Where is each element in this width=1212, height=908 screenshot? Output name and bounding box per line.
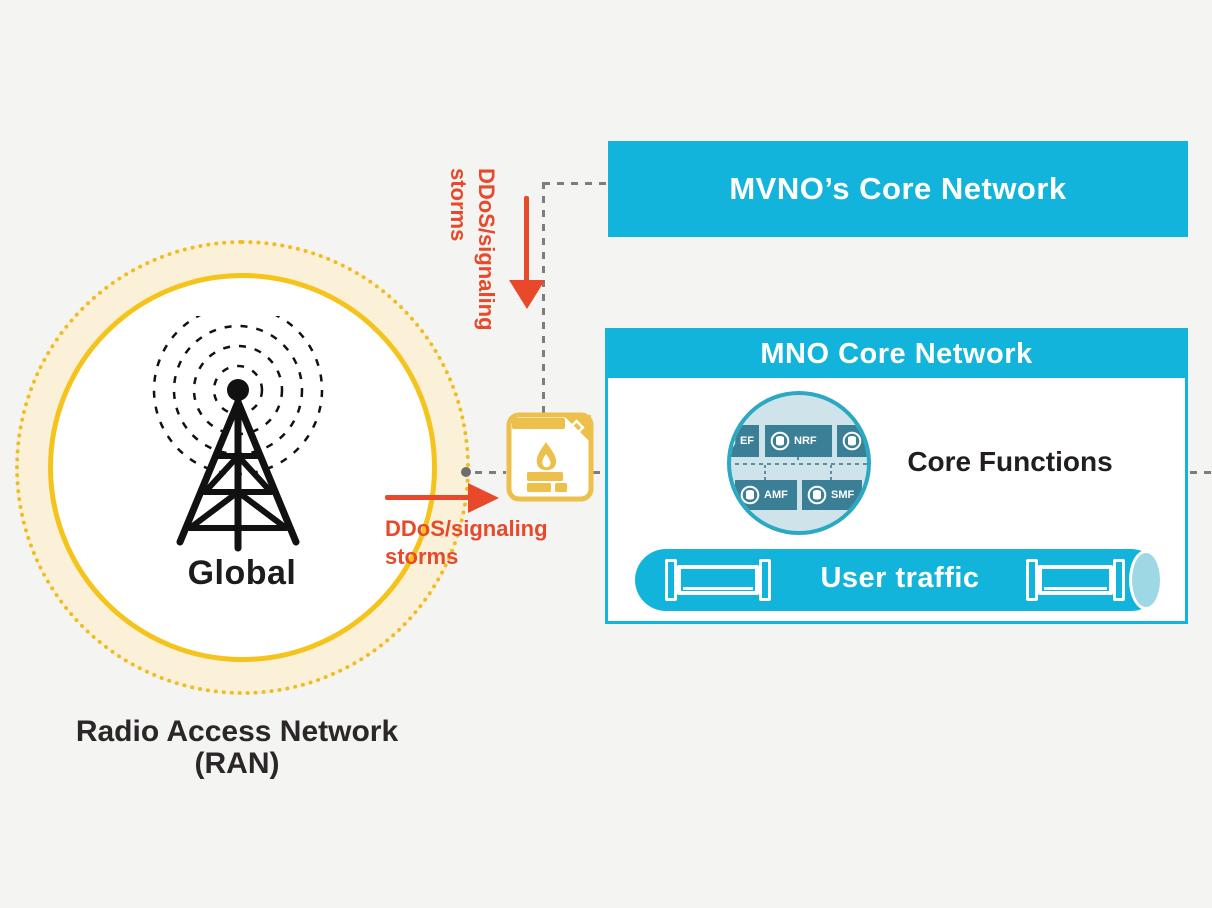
mvno-box-title: MVNO’s Core Network	[729, 171, 1067, 206]
nf-label: AMF	[764, 489, 788, 501]
nf-box-smf: SMF	[802, 480, 862, 510]
dashed-line-firewall-to-mno	[593, 471, 606, 474]
pipe-icon	[1026, 559, 1038, 601]
nf-label: EF	[739, 435, 754, 447]
ran-caption-line1: Radio Access Network	[75, 715, 399, 748]
pipe-icon-body	[677, 565, 759, 595]
dashed-line-right-edge	[1190, 471, 1212, 474]
ddos-arrow-right	[385, 495, 470, 500]
ran-circle	[48, 273, 437, 662]
ddos-arrow-down-head	[509, 280, 545, 309]
pipe-icon	[1113, 559, 1125, 601]
pipe-icon	[665, 559, 677, 601]
mvno-core-network-box: MVNO’s Core Network	[608, 141, 1188, 237]
mno-box-title: MNO Core Network	[760, 338, 1033, 370]
core-functions-circle: EF NRF	[727, 391, 871, 535]
user-traffic-label: User traffic	[820, 562, 980, 594]
ran-caption-line2: (RAN)	[194, 747, 280, 780]
dashed-line-endpoint-dot	[461, 467, 471, 477]
ddos-vertical-line1: DDoS/signaling	[474, 168, 499, 331]
nf-box-amf: AMF	[735, 480, 797, 510]
ddos-arrow-right-head	[468, 483, 499, 513]
nf-dashed-stub	[797, 457, 799, 463]
database-icon	[770, 431, 790, 451]
cylinder-opening	[1129, 550, 1163, 610]
nf-dashed-stub	[764, 465, 766, 480]
database-icon	[731, 431, 736, 451]
pipe-icon-line	[1044, 587, 1107, 590]
nf-box-ef: EF	[731, 425, 759, 457]
nf-dashed-bus	[731, 463, 867, 465]
nf-box-nrf: NRF	[765, 425, 832, 457]
database-icon	[807, 485, 827, 505]
ddos-horizontal-line1: DDoS/signaling	[385, 516, 548, 541]
database-icon	[740, 485, 760, 505]
ddos-label-vertical: DDoS/signaling storms	[444, 168, 500, 388]
dashed-line-to-mvno	[543, 182, 608, 185]
nf-label: NRF	[794, 435, 817, 447]
dashed-line-ran-to-firewall	[475, 471, 506, 474]
cell-tower-icon	[152, 316, 324, 552]
ran-caption: Radio Access Network (RAN)	[12, 716, 462, 780]
nf-box-clipped	[837, 425, 867, 457]
database-icon	[842, 431, 862, 451]
nf-label: SMF	[831, 489, 855, 501]
user-traffic-cylinder: User traffic	[635, 549, 1163, 611]
mno-box-header: MNO Core Network	[608, 331, 1185, 378]
firewall-icon	[506, 412, 594, 502]
ran-global-label: Global	[187, 554, 297, 592]
mno-core-network-box: MNO Core Network EF	[605, 328, 1188, 624]
nf-dashed-stub	[830, 465, 832, 480]
ddos-horizontal-line2: storms	[385, 544, 459, 569]
ddos-arrow-down	[524, 196, 529, 282]
ddos-label-horizontal: DDoS/signaling storms	[385, 515, 615, 571]
pipe-icon-body	[1038, 565, 1113, 595]
core-functions-label: Core Functions	[907, 446, 1113, 477]
pipe-icon-line	[683, 587, 753, 590]
pipe-icon	[759, 559, 771, 601]
ddos-vertical-line2: storms	[446, 168, 471, 242]
